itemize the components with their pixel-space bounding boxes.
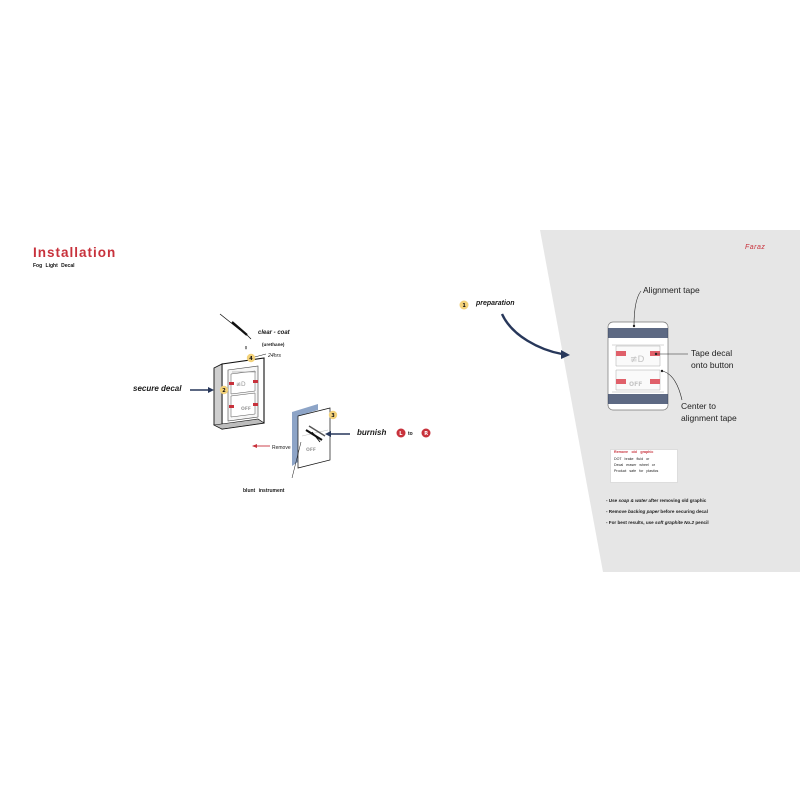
svg-text:L: L <box>399 431 403 437</box>
step-3-badge <box>328 410 338 420</box>
brand-logo: Faraz <box>745 244 766 251</box>
urethane-label: (urethane) <box>262 342 285 347</box>
page-title: Installation <box>33 245 117 260</box>
callout-tape-decal: Tape decal onto button <box>691 347 734 371</box>
decal-off-text: OFF <box>241 406 251 412</box>
blunt-instrument-label: blunt instrument <box>243 488 285 494</box>
callout-alignment-tape: Alignment tape <box>643 285 700 295</box>
callout-center-tape: Center to alignment tape <box>681 400 737 424</box>
svg-text:≢D: ≢D <box>236 381 246 388</box>
right-badge <box>421 428 431 438</box>
switch-front-view: ≢D OFF <box>607 321 669 411</box>
tip-3: - For best results, use soft graphite No… <box>606 520 709 525</box>
note-line-2: Decal eraser wheel or <box>614 463 655 467</box>
cure-time-label: 24hrs <box>268 353 281 359</box>
page-subtitle: Fog Light Decal <box>33 263 75 269</box>
burnish-label: burnish <box>357 428 387 437</box>
step-2-badge <box>219 385 229 395</box>
note-title: Remove old graphic <box>614 450 654 454</box>
svg-text:2: 2 <box>222 388 226 394</box>
callout-center-line2: alignment tape <box>681 413 737 423</box>
svg-text:4: 4 <box>249 356 253 362</box>
backing-paper: OFF <box>292 404 331 469</box>
svg-text:3: 3 <box>331 413 335 419</box>
preparation-label: preparation <box>476 300 515 307</box>
step-4-badge <box>246 353 256 363</box>
svg-text:R: R <box>424 431 428 437</box>
note-line-1: DOT brake fluid or <box>614 457 650 461</box>
tip-1: - Use soap & water after removing old gr… <box>606 498 707 503</box>
note-box <box>610 449 678 483</box>
switch-housing: ≢D OFF <box>212 357 265 430</box>
svg-text:≢D: ≢D <box>630 355 645 365</box>
svg-text:OFF: OFF <box>306 447 316 453</box>
burnish-to-label: to <box>408 431 413 437</box>
dropper-icon <box>219 313 252 350</box>
clear-coat-label: clear - coat <box>258 330 290 336</box>
svg-text:OFF: OFF <box>629 381 642 388</box>
blunt-instrument-icon <box>291 425 326 479</box>
left-badge <box>396 428 406 438</box>
callout-tape-decal-line1: Tape decal <box>691 348 733 358</box>
step-1-badge <box>459 300 469 310</box>
tip-2: - Remove backing paper before securing d… <box>606 509 708 514</box>
callout-tape-decal-line2: onto button <box>691 360 734 370</box>
secure-decal-label: secure decal <box>133 384 182 393</box>
svg-text:1: 1 <box>462 303 466 309</box>
callout-center-line1: Center to <box>681 401 716 411</box>
remove-label: Remove <box>272 445 291 451</box>
note-line-3: Product safe for plastics <box>614 469 659 473</box>
